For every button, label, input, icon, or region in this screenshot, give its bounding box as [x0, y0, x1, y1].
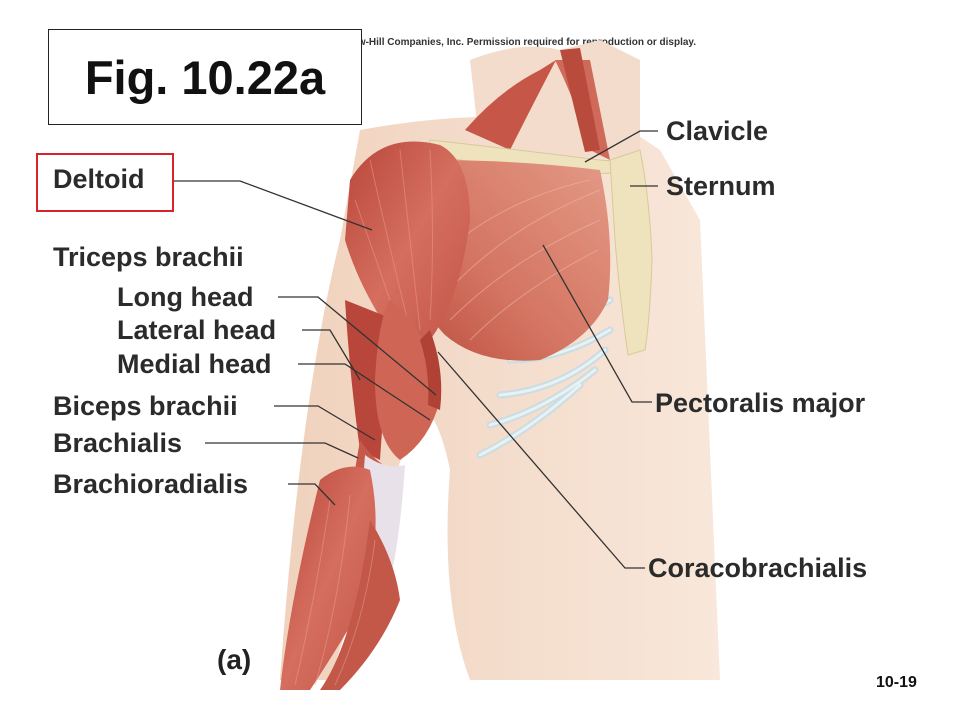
leader-lateral-head — [302, 329, 361, 381]
leader-brachioradialis — [288, 483, 336, 506]
leader-biceps — [274, 405, 376, 441]
figure-title-box: Fig. 10.22a — [48, 29, 362, 125]
label-brachialis: Brachialis — [53, 428, 183, 458]
leader-long-head — [278, 296, 437, 396]
label-medial-head: Medial head — [117, 349, 272, 379]
label-lateral-head: Lateral head — [117, 315, 277, 345]
label-long-head: Long head — [117, 282, 254, 312]
coracobrachialis-muscle — [420, 330, 442, 410]
leader-deltoid — [172, 180, 373, 231]
copyright-notice: Copyright © The McGraw-Hill Companies, I… — [246, 37, 697, 48]
brachioradialis-muscle — [280, 466, 376, 690]
deltoid-muscle — [345, 141, 470, 350]
label-clavicle: Clavicle — [666, 116, 769, 146]
label-deltoid: Deltoid — [53, 164, 145, 194]
leader-medial-head — [298, 363, 431, 421]
slide-number: 10-19 — [876, 674, 917, 691]
deltoid-highlight-box — [36, 153, 174, 212]
label-coracobrachialis: Coracobrachialis — [648, 553, 868, 583]
label-brachioradialis: Brachioradialis — [53, 469, 249, 499]
biceps-muscle — [375, 300, 440, 460]
sternum-bone — [609, 149, 653, 356]
label-biceps-brachii: Biceps brachii — [53, 391, 238, 421]
label-sternum: Sternum — [666, 171, 776, 201]
leader-coracobrachialis — [437, 351, 645, 569]
label-pectoralis-major: Pectoralis major — [655, 388, 866, 418]
panel-label: (a) — [217, 644, 252, 675]
forearm-muscle — [320, 520, 400, 690]
label-triceps-brachii: Triceps brachii — [53, 242, 244, 272]
leader-lines — [172, 130, 658, 569]
leader-clavicle — [584, 130, 658, 163]
figure-title: Fig. 10.22a — [84, 50, 326, 104]
leader-brachialis — [205, 442, 359, 459]
neck-muscle — [465, 60, 556, 150]
leader-pectoralis — [542, 244, 652, 403]
